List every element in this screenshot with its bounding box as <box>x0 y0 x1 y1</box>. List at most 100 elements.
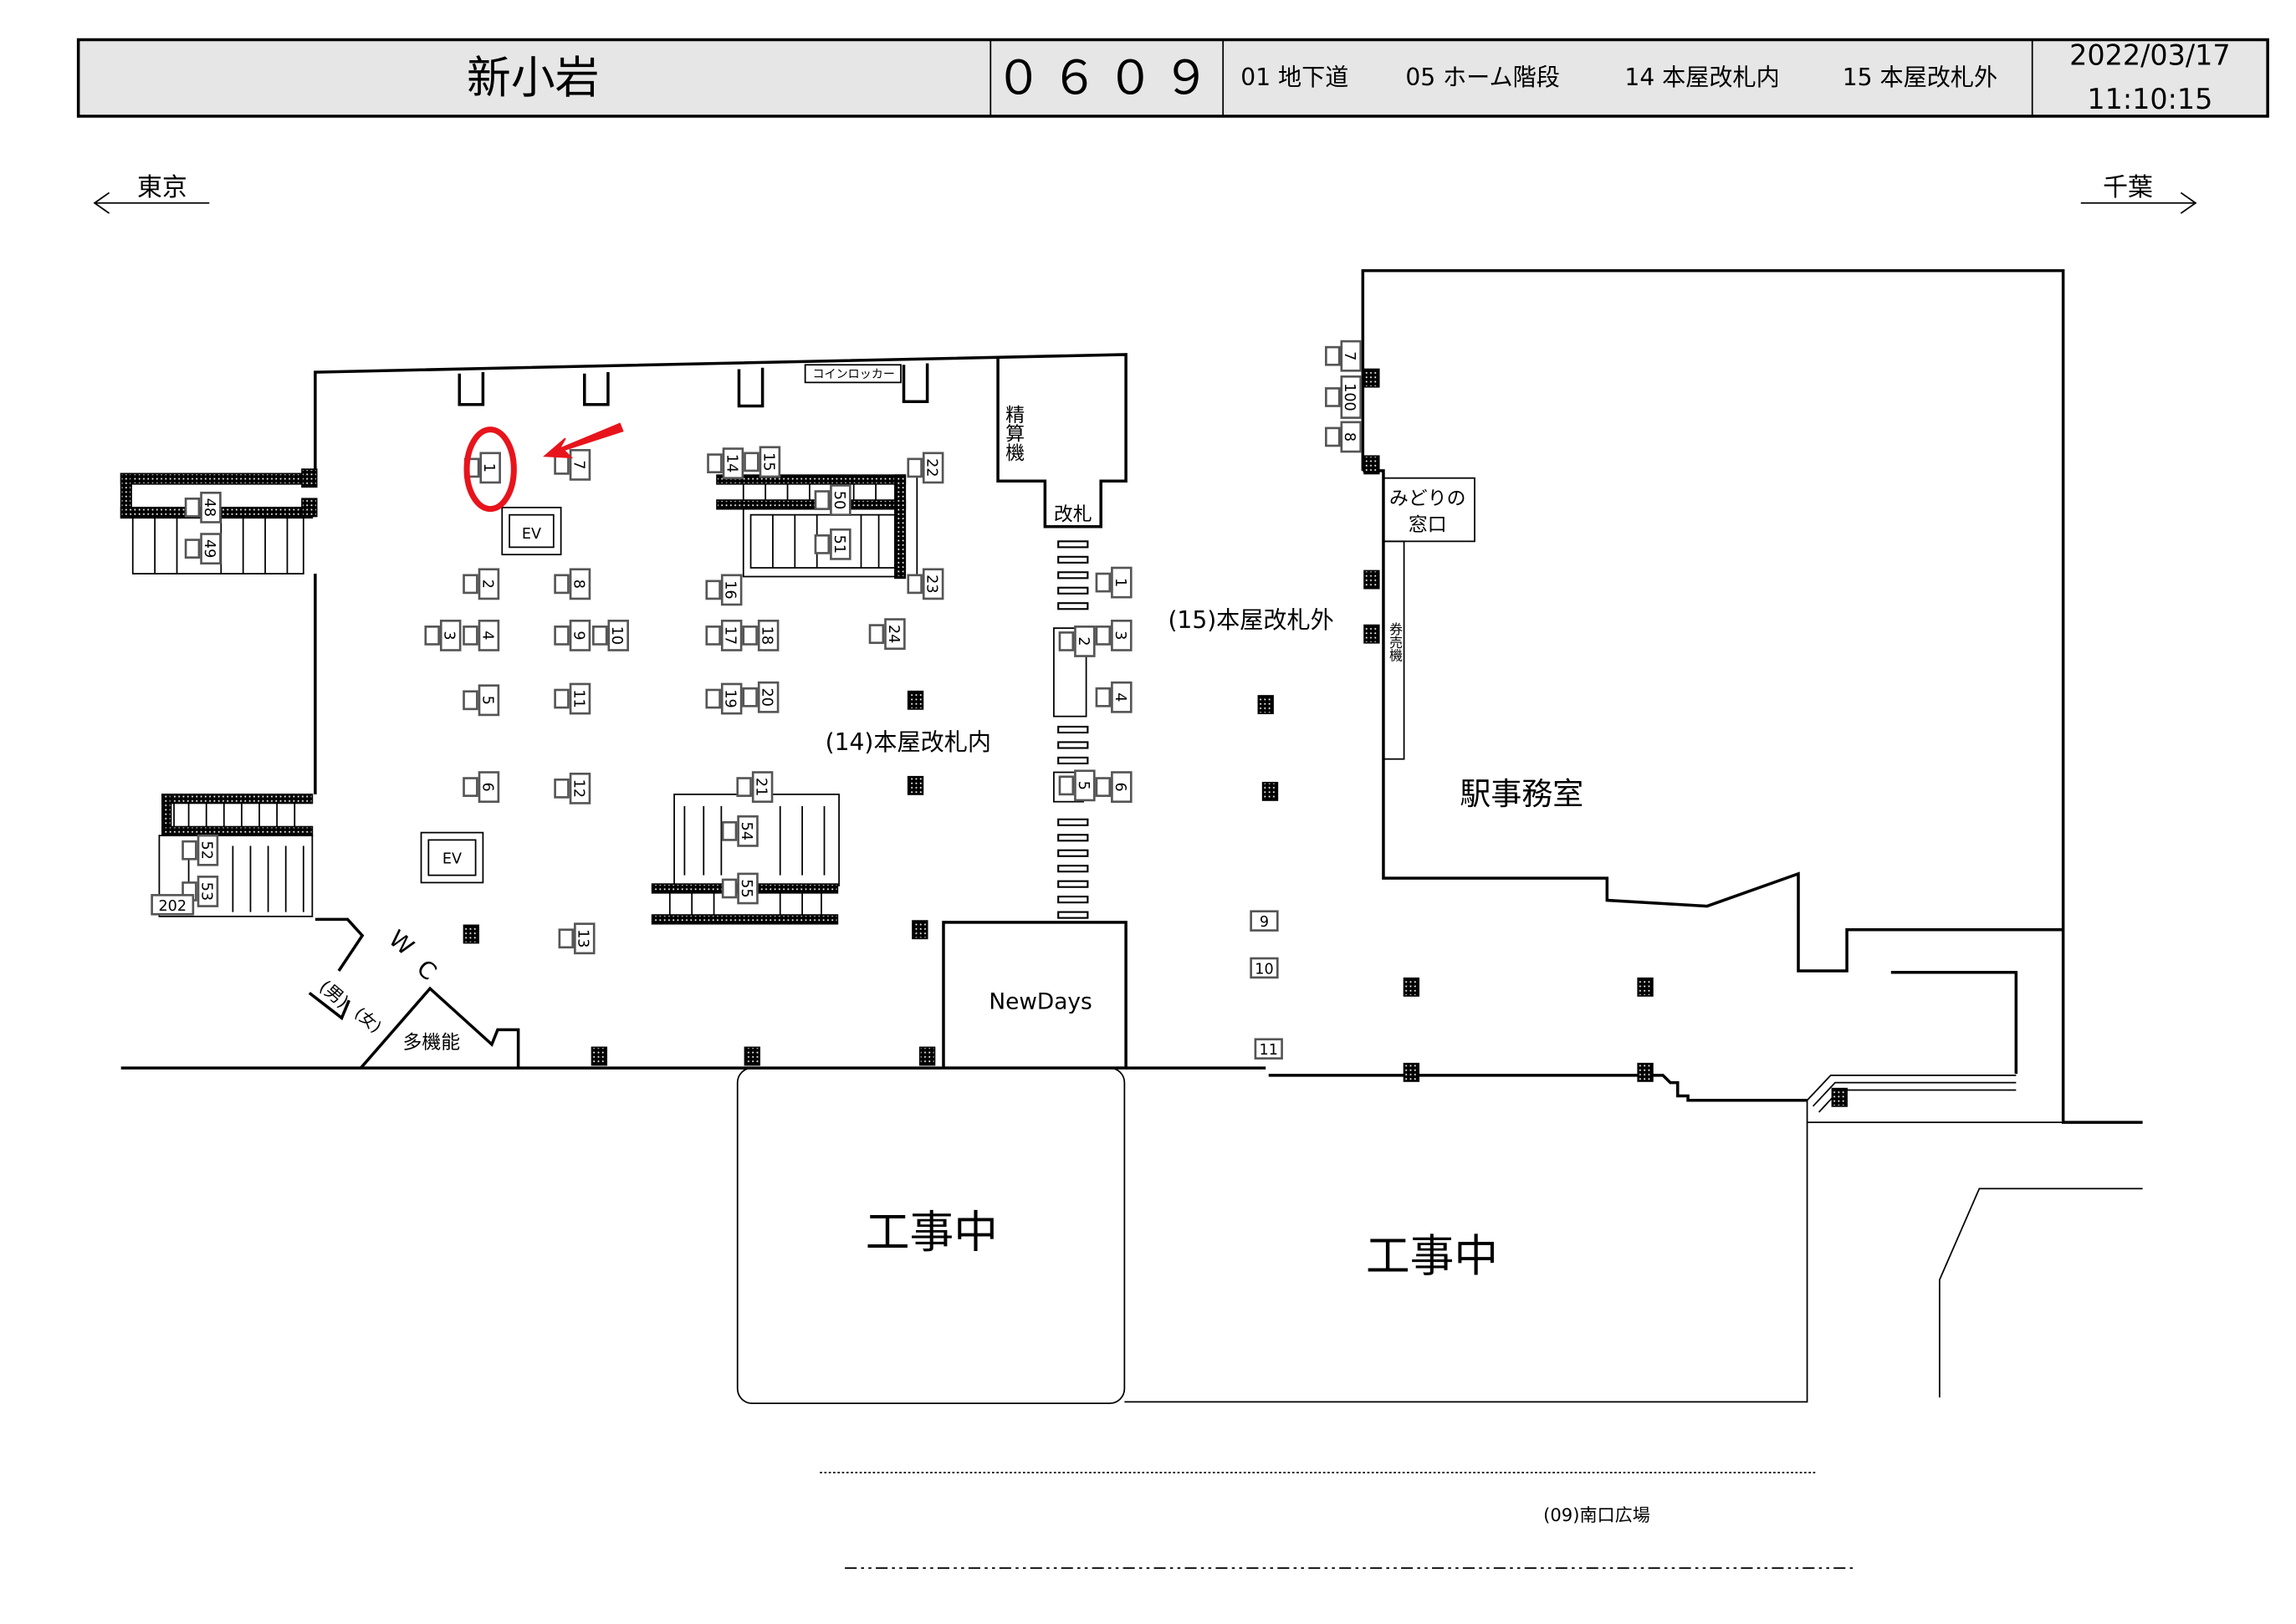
pillar <box>721 820 738 841</box>
pillar <box>554 454 570 475</box>
ad-sign-19[interactable]: 19 <box>705 682 743 715</box>
gate-bar <box>1057 865 1089 873</box>
ad-sign-number: 2 <box>1075 636 1092 646</box>
ad-sign-10[interactable]: 10 <box>592 620 629 651</box>
ad-sign-5[interactable]: 5 <box>463 684 500 717</box>
ad-sign-number: 9 <box>570 631 586 640</box>
ad-sign-number: 18 <box>759 626 775 645</box>
south-plaza-label: (09)南口広場 <box>1543 1504 1650 1525</box>
ad-sign-52[interactable]: 52 <box>182 834 219 866</box>
gate-bar <box>1057 834 1089 842</box>
ad-sign-51[interactable]: 51 <box>814 528 851 560</box>
gate-bar <box>1057 602 1089 610</box>
direction-chiba: 千葉 <box>2080 173 2197 214</box>
ad-sign-11[interactable]: 11 <box>554 682 591 715</box>
ad-sign-55[interactable]: 55 <box>721 872 759 905</box>
ad-sign-11[interactable]: 11 <box>1254 1038 1283 1060</box>
ad-sign-number: 23 <box>923 575 940 593</box>
elevator-label: EV <box>522 526 541 543</box>
ad-sign-48[interactable]: 48 <box>184 491 222 523</box>
ad-sign-number: 55 <box>738 879 754 897</box>
ad-sign-frame <box>569 772 591 804</box>
ad-sign-12[interactable]: 12 <box>554 772 591 804</box>
ad-sign-number: 4 <box>478 631 495 640</box>
ad-sign-24[interactable]: 24 <box>868 618 906 651</box>
ad-sign-2[interactable]: 2 <box>463 568 500 600</box>
gate-bar <box>1057 571 1089 580</box>
ad-sign-202[interactable]: 202 <box>151 894 195 916</box>
elevator-label: EV <box>442 851 462 868</box>
pillar <box>424 626 440 646</box>
ad-sign-4[interactable]: 4 <box>463 620 500 651</box>
pillar <box>1058 775 1075 796</box>
pillar <box>182 840 197 861</box>
ad-sign-8[interactable]: 8 <box>554 568 591 600</box>
ad-sign-frame <box>197 834 219 866</box>
ad-sign-100[interactable]: 100 <box>1325 375 1363 419</box>
ad-sign-17[interactable]: 17 <box>705 620 743 651</box>
ad-sign-20[interactable]: 20 <box>742 681 780 713</box>
pillar <box>1095 626 1112 646</box>
ad-sign-3[interactable]: 3 <box>424 620 462 651</box>
ad-sign-8[interactable]: 8 <box>1325 421 1363 453</box>
ad-sign-6[interactable]: 6 <box>463 771 500 804</box>
ad-sign-7[interactable]: 7 <box>554 448 591 481</box>
ad-sign-6[interactable]: 6 <box>1095 771 1133 804</box>
ad-sign-frame <box>200 533 222 565</box>
pillar <box>918 1046 936 1066</box>
ad-sign-frame <box>1074 626 1096 657</box>
ad-sign-53[interactable]: 53 <box>182 876 219 907</box>
ad-sign-frame <box>1254 1038 1283 1060</box>
gate-bar <box>1057 555 1089 564</box>
ad-sign-3[interactable]: 3 <box>1095 620 1133 651</box>
ad-sign-5[interactable]: 5 <box>1058 769 1096 802</box>
pillar <box>705 580 721 600</box>
ad-sign-frame <box>737 815 759 847</box>
ad-sign-7[interactable]: 7 <box>1325 340 1363 372</box>
multipurpose-toilet-label: 多機能 <box>403 1032 461 1054</box>
ad-sign-49[interactable]: 49 <box>184 533 222 565</box>
ad-sign-16[interactable]: 16 <box>705 574 743 606</box>
ad-sign-4[interactable]: 4 <box>1095 681 1133 713</box>
ad-sign-1[interactable]: 1 <box>1095 566 1133 599</box>
ad-sign-number: 15 <box>759 452 776 471</box>
midori-label-1: みどりの <box>1389 488 1465 509</box>
ad-sign-frame <box>737 872 759 905</box>
ad-sign-21[interactable]: 21 <box>736 771 774 804</box>
ad-sign-2[interactable]: 2 <box>1058 626 1096 657</box>
ad-sign-50[interactable]: 50 <box>814 484 851 516</box>
pillar <box>184 498 201 518</box>
pillar <box>1325 345 1341 366</box>
ad-sign-frame <box>607 620 629 651</box>
ad-sign-23[interactable]: 23 <box>907 568 944 600</box>
ad-sign-frame <box>200 491 222 523</box>
pillar <box>1637 1062 1654 1082</box>
ad-sign-15[interactable]: 15 <box>744 446 781 478</box>
ad-sign-number: 52 <box>197 841 214 860</box>
ad-sign-number: 12 <box>570 779 586 798</box>
ad-sign-9[interactable]: 9 <box>1250 910 1279 932</box>
ad-sign-number: 3 <box>441 631 458 640</box>
pillar <box>744 1046 760 1066</box>
ad-sign-frame <box>720 620 743 651</box>
ad-sign-number: 11 <box>1260 1042 1278 1059</box>
ad-sign-frame <box>569 682 591 715</box>
ad-sign-14[interactable]: 14 <box>707 447 744 480</box>
pillar <box>1363 368 1380 388</box>
pointer-arrow-icon <box>543 422 624 459</box>
station-code: ０６０９ <box>995 52 1219 106</box>
ad-sign-54[interactable]: 54 <box>721 815 759 847</box>
ad-sign-number: 5 <box>1075 781 1092 790</box>
pillar <box>1363 624 1380 644</box>
ad-sign-18[interactable]: 18 <box>742 620 780 651</box>
ad-sign-22[interactable]: 22 <box>907 452 944 484</box>
ad-sign-10[interactable]: 10 <box>1250 957 1279 979</box>
area-15-label: (15)本屋改札外 <box>1168 606 1333 634</box>
ticket-machine-label: 券売機 <box>1388 622 1404 663</box>
construction-area-2 <box>1124 1100 1808 1403</box>
ad-sign-13[interactable]: 13 <box>558 922 596 955</box>
ad-sign-frame <box>720 574 743 606</box>
ad-sign-9[interactable]: 9 <box>554 620 591 651</box>
gate-bar <box>1057 725 1089 734</box>
ad-sign-frame <box>722 447 744 480</box>
